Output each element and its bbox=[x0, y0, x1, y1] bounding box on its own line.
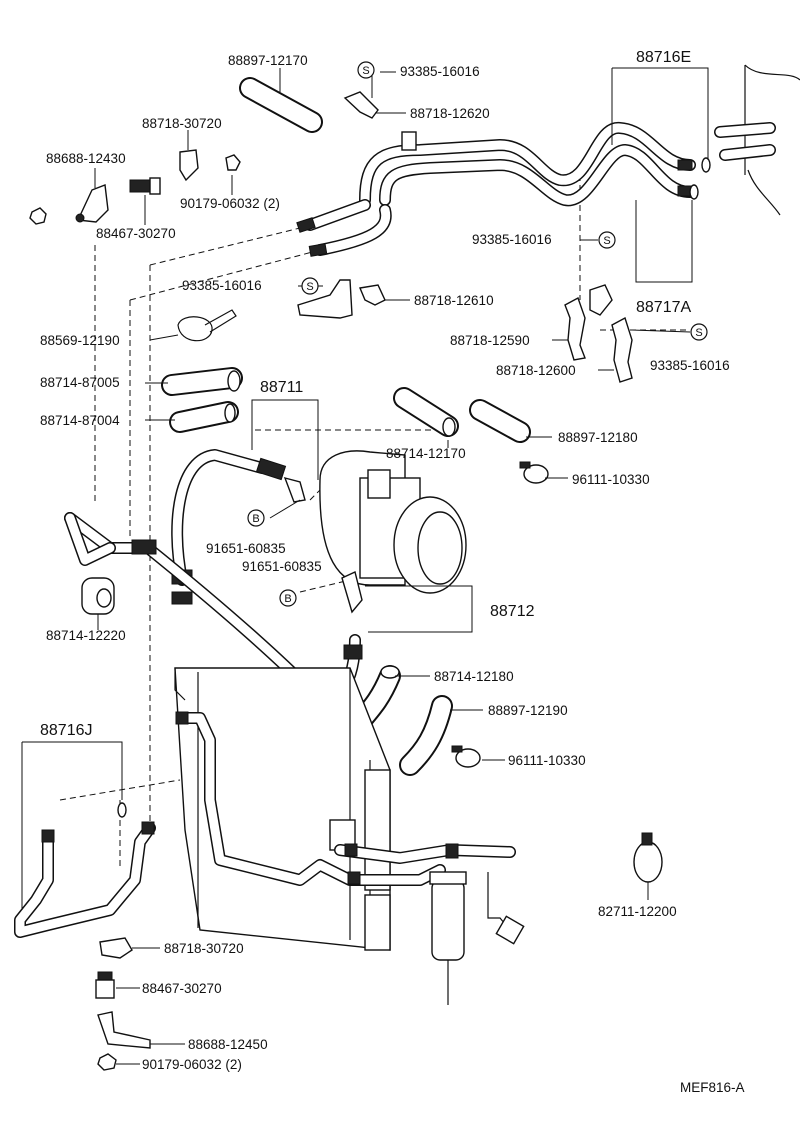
badge-b-b: B bbox=[279, 589, 297, 607]
label-88897-12180: 88897-12180 bbox=[558, 430, 638, 445]
hose-88714-87004 bbox=[169, 401, 239, 433]
clamp-88718-30720-top bbox=[179, 149, 199, 182]
label-88714-12170: 88714-12170 bbox=[386, 446, 466, 461]
clamp-88569-12190 bbox=[177, 309, 237, 342]
label-88718-12600: 88718-12600 bbox=[496, 363, 576, 378]
nut-left-top bbox=[29, 207, 47, 225]
firewall-connector bbox=[714, 64, 800, 216]
label-88688-12430: 88688-12430 bbox=[46, 151, 126, 166]
bracket-88718-12590 bbox=[564, 284, 613, 361]
switch-88467-30270-top bbox=[129, 177, 161, 195]
label-88716J: 88716J bbox=[40, 722, 93, 739]
clamp-96111-10330-top bbox=[519, 461, 549, 484]
clamp-88718-30720-bottom bbox=[99, 937, 133, 959]
label-93385-16016-top: 93385-16016 bbox=[400, 64, 480, 79]
label-88718-12590: 88718-12590 bbox=[450, 333, 530, 348]
label-93385-16016-mid: 93385-16016 bbox=[182, 278, 262, 293]
label-88717A: 88717A bbox=[636, 299, 691, 316]
badge-s-top: S bbox=[357, 61, 375, 79]
receiver-dryer bbox=[429, 871, 525, 1005]
label-90179-06032-bottom: 90179-06032 (2) bbox=[142, 1057, 242, 1072]
part-labels: 88897-12170 93385-16016 88716E 88718-126… bbox=[40, 49, 745, 1095]
label-88467-30270-bottom: 88467-30270 bbox=[142, 981, 222, 996]
condenser-lines bbox=[175, 711, 516, 886]
label-88711: 88711 bbox=[260, 379, 303, 396]
bracket-88718-12610 bbox=[297, 279, 386, 319]
label-88714-87004: 88714-87004 bbox=[40, 413, 120, 428]
hose-88897-12190 bbox=[399, 695, 453, 776]
bracket-88688-12450 bbox=[97, 1011, 151, 1049]
label-93385-16016-far: 93385-16016 bbox=[650, 358, 730, 373]
label-88712: 88712 bbox=[490, 603, 535, 620]
label-90179-06032-top: 90179-06032 (2) bbox=[180, 196, 280, 211]
label-91651-60835-a: 91651-60835 bbox=[206, 541, 286, 556]
label-88718-30720-top: 88718-30720 bbox=[142, 116, 222, 131]
label-88714-87005: 88714-87005 bbox=[40, 375, 120, 390]
clamp-88718-12620 bbox=[343, 91, 379, 119]
label-93385-16016-right: 93385-16016 bbox=[472, 232, 552, 247]
hose-88711 bbox=[171, 449, 306, 605]
label-88718-30720-bottom: 88718-30720 bbox=[164, 941, 244, 956]
label-88718-12610: 88718-12610 bbox=[414, 293, 494, 308]
label-82711-12200: 82711-12200 bbox=[598, 904, 677, 919]
switch-88467-30270-bottom bbox=[95, 971, 115, 999]
label-96111-10330-top: 96111-10330 bbox=[572, 472, 650, 487]
compressor bbox=[319, 450, 467, 594]
hose-88714-12170 bbox=[393, 387, 459, 437]
label-88897-12170: 88897-12170 bbox=[228, 53, 308, 68]
label-88716E: 88716E bbox=[636, 49, 691, 66]
label-88688-12450: 88688-12450 bbox=[188, 1037, 268, 1052]
label-88718-12620: 88718-12620 bbox=[410, 106, 490, 121]
label-96111-10330-bottom: 96111-10330 bbox=[508, 753, 586, 768]
badge-b-a: B bbox=[247, 509, 265, 527]
svg-text:B: B bbox=[252, 513, 259, 525]
label-88714-12180: 88714-12180 bbox=[434, 669, 514, 684]
hose-88714-87005 bbox=[161, 367, 243, 396]
svg-text:S: S bbox=[603, 235, 610, 247]
grommet-88714-12220 bbox=[81, 577, 115, 615]
hose-88897-12180 bbox=[469, 399, 531, 443]
upper-pipe-assembly bbox=[296, 122, 711, 257]
hose-88897-12170 bbox=[239, 77, 323, 133]
label-88897-12190: 88897-12190 bbox=[488, 703, 568, 718]
badge-s-right: S bbox=[598, 231, 616, 249]
badge-s-mid: S bbox=[301, 277, 319, 295]
svg-text:S: S bbox=[695, 327, 702, 339]
label-88569-12190: 88569-12190 bbox=[40, 333, 120, 348]
figure-code: MEF816-A bbox=[680, 1080, 745, 1095]
svg-text:B: B bbox=[284, 593, 291, 605]
nut-90179-06032-bottom bbox=[97, 1053, 117, 1071]
label-88714-12220: 88714-12220 bbox=[46, 628, 126, 643]
bracket-88718-12600 bbox=[611, 316, 633, 383]
label-91651-60835-b: 91651-60835 bbox=[242, 559, 322, 574]
bracket-88688-12430 bbox=[75, 184, 109, 223]
badge-s-far: S bbox=[690, 323, 708, 341]
pipe-88716J bbox=[14, 802, 156, 938]
nut-90179-06032-top bbox=[225, 154, 241, 171]
label-88467-30270-top: 88467-30270 bbox=[96, 226, 176, 241]
svg-text:S: S bbox=[306, 281, 313, 293]
clamp-96111-10330-bottom bbox=[451, 745, 481, 768]
clamp-82711-12200 bbox=[633, 832, 663, 883]
svg-text:S: S bbox=[362, 65, 369, 77]
